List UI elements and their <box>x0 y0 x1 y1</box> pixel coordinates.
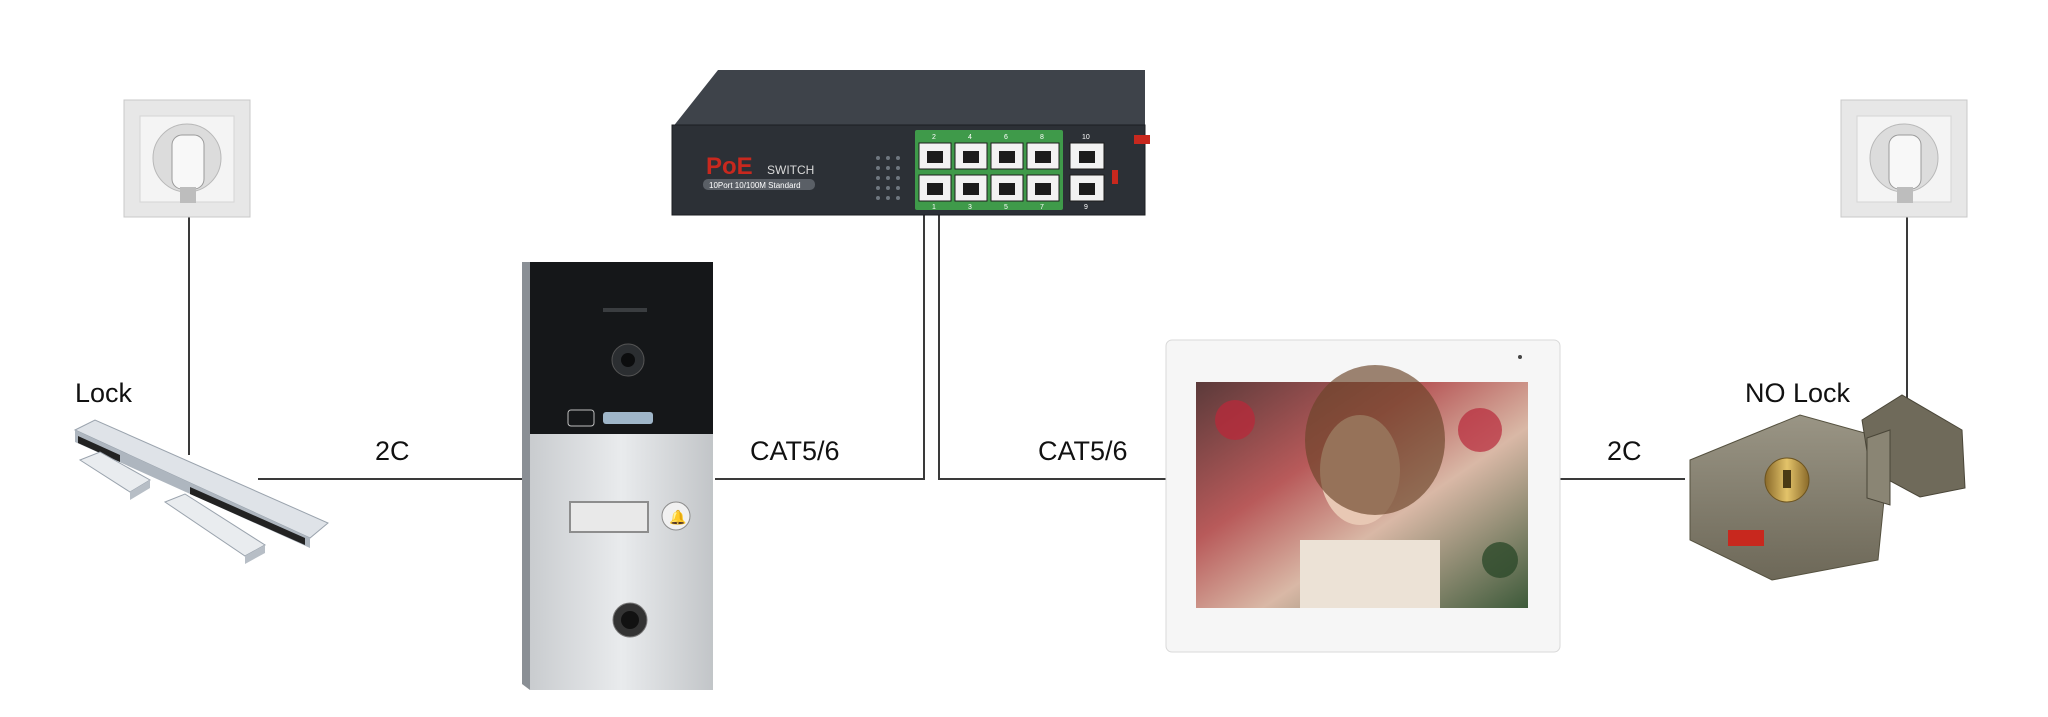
port-number: 6 <box>1004 134 1008 141</box>
link-switch-to-monitor <box>938 213 1166 480</box>
poe-switch: PoE SWITCH 10Port 10/100M Standard 2 4 6… <box>671 70 1150 216</box>
indicator-bar <box>603 412 653 424</box>
port-number: 1 <box>932 204 936 211</box>
socket-right <box>1840 99 1968 218</box>
label-link-2c-right: 2C <box>1607 436 1642 466</box>
electric-lock <box>1689 394 1966 581</box>
port-number: 8 <box>1040 134 1044 141</box>
port-number: 3 <box>968 204 972 211</box>
magnetic-lock <box>73 419 329 564</box>
port-number: 4 <box>968 134 972 141</box>
door-station: 🔔 <box>522 262 713 690</box>
switch-type: SWITCH <box>767 163 814 177</box>
indoor-monitor <box>1165 339 1561 653</box>
port-number: 7 <box>1040 204 1044 211</box>
link-door-station-to-switch <box>715 213 925 480</box>
plug-icon <box>1888 134 1922 190</box>
switch-spec: 10Port 10/100M Standard <box>709 181 801 190</box>
label-link-2c-left: 2C <box>375 436 410 466</box>
plug-icon <box>171 134 205 190</box>
card-reader-icon <box>567 409 595 427</box>
bell-icon: 🔔 <box>669 509 686 526</box>
label-no-lock: NO Lock <box>1745 378 1851 408</box>
port-number: 9 <box>1084 204 1088 211</box>
bell-button <box>661 501 691 531</box>
status-leds <box>876 156 900 200</box>
port-number: 10 <box>1082 134 1090 141</box>
socket-left <box>123 99 251 218</box>
name-plate <box>569 501 649 533</box>
label-link-cat-monitor: CAT5/6 <box>1038 436 1128 466</box>
port-number: 5 <box>1004 204 1008 211</box>
ethernet-ports <box>918 142 1105 202</box>
switch-brand: PoE <box>706 153 753 180</box>
label-lock: Lock <box>75 378 133 408</box>
connection-lines <box>188 200 1908 480</box>
port-number: 2 <box>932 134 936 141</box>
label-link-cat-door: CAT5/6 <box>750 436 840 466</box>
